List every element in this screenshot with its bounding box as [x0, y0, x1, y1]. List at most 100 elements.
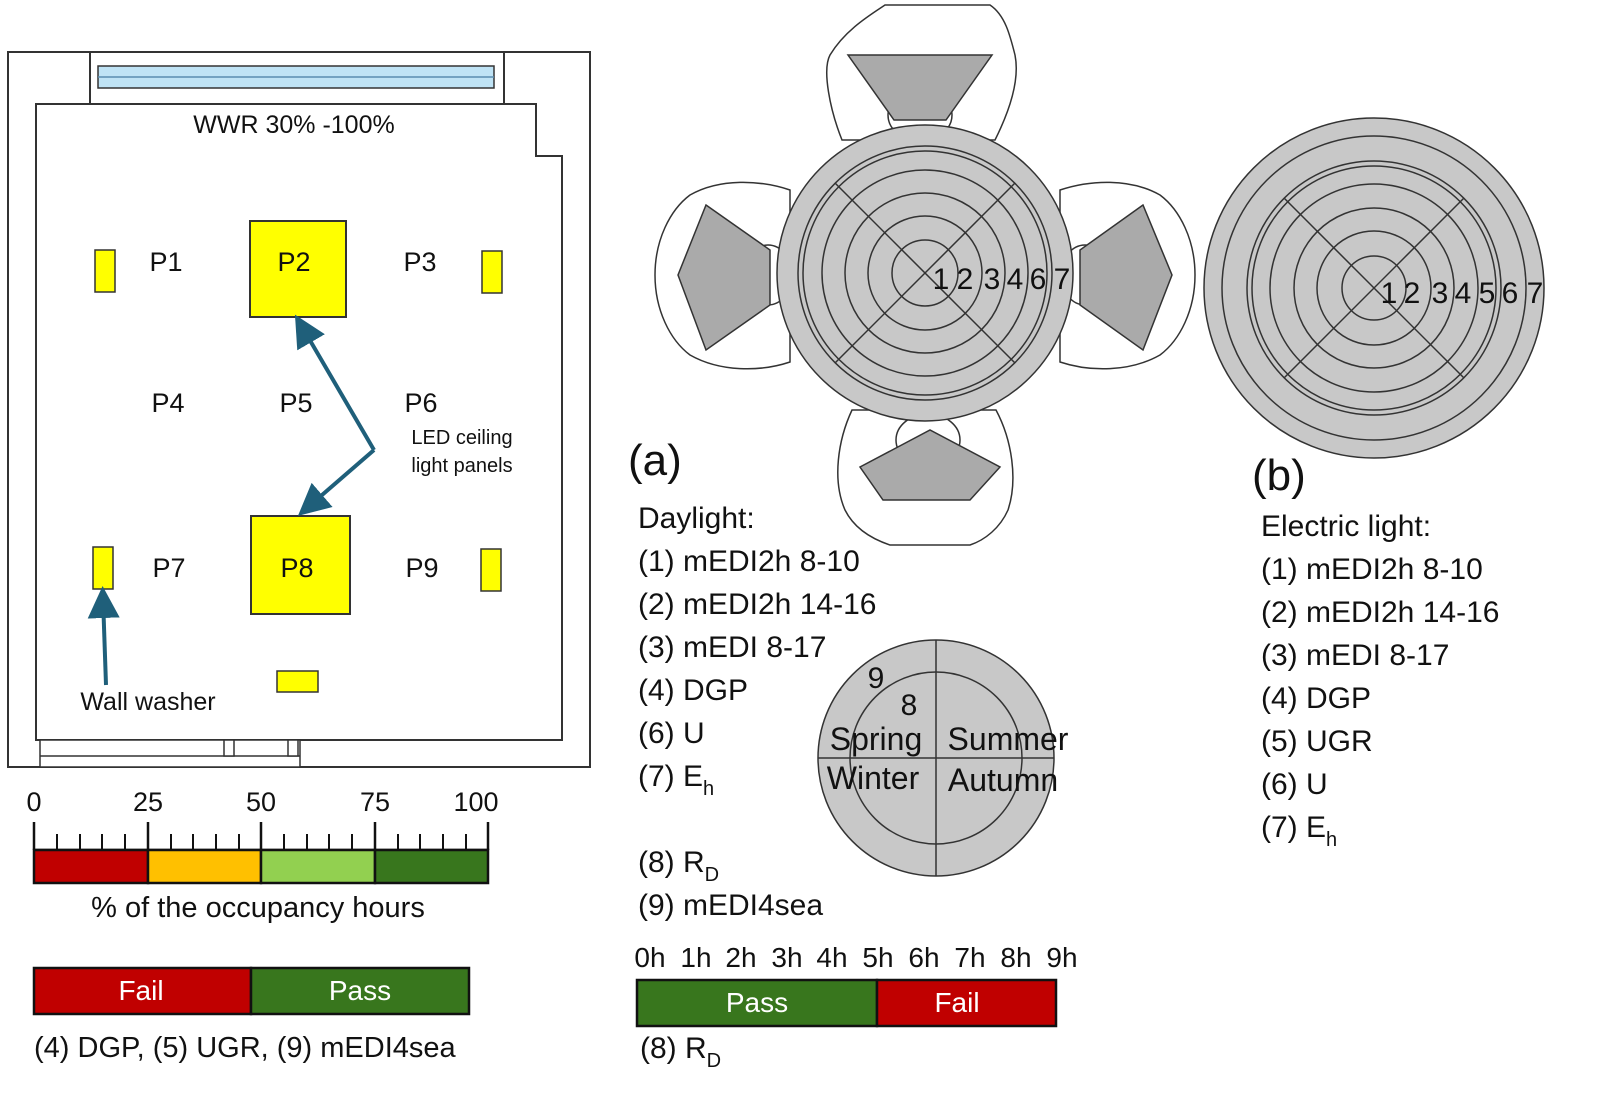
- passfail-left: Fail Pass (4) DGP, (5) UGR, (9) mEDI4sea: [32, 966, 471, 1064]
- pos-p5: P5: [279, 388, 312, 418]
- ring-b-5: 5: [1479, 277, 1496, 310]
- electric-eh-prefix: (7) E: [1261, 811, 1326, 844]
- scale-tick-0: 0: [26, 787, 41, 817]
- wall-washer-p1: [94, 249, 116, 293]
- season-winter: Winter: [827, 760, 920, 796]
- pos-p8: P8: [280, 553, 313, 583]
- electric-item-3: (3) mEDI 8-17: [1261, 639, 1449, 672]
- hours-bar: 0h 1h 2h 3h 4h 5h 6h 7h 8h 9h Pass Fail …: [634, 942, 1077, 1072]
- scale-band-0-25: [32, 848, 150, 885]
- daylight-eh-sub: h: [703, 778, 714, 800]
- hour-tick-4: 4h: [816, 942, 847, 973]
- panel-a-legend: (a) Daylight: (1) mEDI2h 8-10 (2) mEDI2h…: [628, 436, 876, 922]
- hour-tick-9: 9h: [1046, 942, 1077, 973]
- pass-label-left: Pass: [329, 975, 391, 1006]
- panel-a-ring-numbers: 1 2 3 4 6 7: [933, 263, 1071, 296]
- scale-tick-50: 50: [246, 787, 276, 817]
- electric-item-1: (1) mEDI2h 8-10: [1261, 553, 1483, 586]
- ring-b-1: 1: [1381, 277, 1398, 310]
- panel-b-disc: [1203, 117, 1545, 459]
- daylight-item-1: (1) mEDI2h 8-10: [638, 545, 860, 578]
- room-plan: WWR 30% -100% P1 P2 P3 P4 P5 P6 P7 P8 P9…: [7, 51, 591, 768]
- hours-caption-sub: D: [707, 1050, 721, 1072]
- electric-item-7: (7) Eh: [1261, 811, 1337, 851]
- daylight-rd-prefix: (8) R: [638, 846, 705, 879]
- hour-tick-7: 7h: [954, 942, 985, 973]
- occupant-bottom-icon: [837, 409, 1014, 546]
- hour-tick-0: 0h: [634, 942, 665, 973]
- panel-b-label: (b): [1252, 451, 1306, 500]
- scale-tick-25: 25: [133, 787, 163, 817]
- hour-tick-3: 3h: [771, 942, 802, 973]
- led-panel-p2: [249, 220, 347, 318]
- pos-p2: P2: [277, 247, 310, 277]
- panel-b-legend: (b) Electric light: (1) mEDI2h 8-10 (2) …: [1252, 451, 1499, 851]
- ring-b-4: 4: [1455, 277, 1472, 310]
- daylight-eh-prefix: (7) E: [638, 760, 703, 793]
- ring-a-2: 2: [957, 263, 974, 296]
- electric-eh-sub: h: [1326, 829, 1337, 851]
- door: [39, 739, 301, 768]
- daylight-item-3: (3) mEDI 8-17: [638, 631, 826, 664]
- pos-p4: P4: [151, 388, 184, 418]
- scale-tick-100: 100: [453, 787, 498, 817]
- ring-a-4: 4: [1007, 263, 1024, 296]
- scale-band-75-100: [373, 848, 490, 885]
- wall-washer-p9: [480, 548, 502, 592]
- panel-b-ring-numbers: 1 2 3 4 5 6 7: [1381, 277, 1544, 310]
- ring-b-7: 7: [1527, 277, 1544, 310]
- season-ring-9: 9: [868, 662, 885, 695]
- electric-item-4: (4) DGP: [1261, 682, 1371, 715]
- daylight-item-9: (9) mEDI4sea: [638, 889, 823, 922]
- wall-washer-bottom: [276, 670, 319, 693]
- wall-washer-p3: [481, 250, 503, 294]
- season-summer: Summer: [948, 721, 1069, 757]
- scale-band-25-50: [146, 848, 263, 885]
- hour-tick-1: 1h: [680, 942, 711, 973]
- daylight-title: Daylight:: [638, 502, 755, 535]
- arrow-to-p2: [294, 314, 376, 452]
- hour-tick-6: 6h: [908, 942, 939, 973]
- season-ring-8: 8: [901, 689, 918, 722]
- room-inner-wall: [35, 103, 563, 741]
- pos-p9: P9: [405, 553, 438, 583]
- occupant-right-icon: [1059, 181, 1196, 370]
- daylight-rd-sub: D: [705, 864, 719, 886]
- ring-b-6: 6: [1502, 277, 1519, 310]
- hours-caption: (8) RD: [640, 1032, 721, 1072]
- electric-item-2: (2) mEDI2h 14-16: [1261, 596, 1499, 629]
- hour-tick-8: 8h: [1000, 942, 1031, 973]
- wall-washer-label: Wall washer: [80, 688, 215, 716]
- ring-a-7: 7: [1054, 263, 1071, 296]
- wall-washer-p7: [92, 546, 114, 590]
- ring-b-3: 3: [1432, 277, 1449, 310]
- occupancy-scale: 0 25 50 75 100 % of the occupancy hours: [26, 787, 498, 924]
- fail-label-left: Fail: [118, 975, 163, 1006]
- pos-p3: P3: [403, 247, 436, 277]
- led-label-line1: LED ceiling: [411, 427, 512, 449]
- hours-caption-prefix: (8) R: [640, 1032, 707, 1065]
- led-panel-p8: [250, 515, 351, 615]
- ring-a-6: 6: [1030, 263, 1047, 296]
- electric-item-5: (5) UGR: [1261, 725, 1373, 758]
- arrow-to-p8: [297, 448, 376, 516]
- wwr-label: WWR 30% -100%: [193, 111, 394, 139]
- ring-a-3: 3: [984, 263, 1001, 296]
- daylight-item-2: (2) mEDI2h 14-16: [638, 588, 876, 621]
- season-disc: 9 8 Spring Summer Winter Autumn: [817, 639, 1069, 877]
- ring-b-2: 2: [1404, 277, 1421, 310]
- pos-p1: P1: [149, 247, 182, 277]
- daylight-item-4: (4) DGP: [638, 674, 748, 707]
- panel-a-table: [654, 4, 1196, 546]
- occupant-top-icon: [826, 4, 1018, 142]
- daylight-item-7: (7) Eh: [638, 760, 714, 800]
- panel-a-label: (a): [628, 436, 682, 485]
- electric-item-6: (6) U: [1261, 768, 1328, 801]
- led-label-line2: light panels: [411, 455, 512, 477]
- occupant-left-icon: [654, 181, 793, 370]
- daylight-item-8: (8) RD: [638, 846, 719, 886]
- passfail-left-caption: (4) DGP, (5) UGR, (9) mEDI4sea: [34, 1032, 457, 1064]
- hours-pass-label: Pass: [726, 987, 788, 1018]
- electric-title: Electric light:: [1261, 510, 1431, 543]
